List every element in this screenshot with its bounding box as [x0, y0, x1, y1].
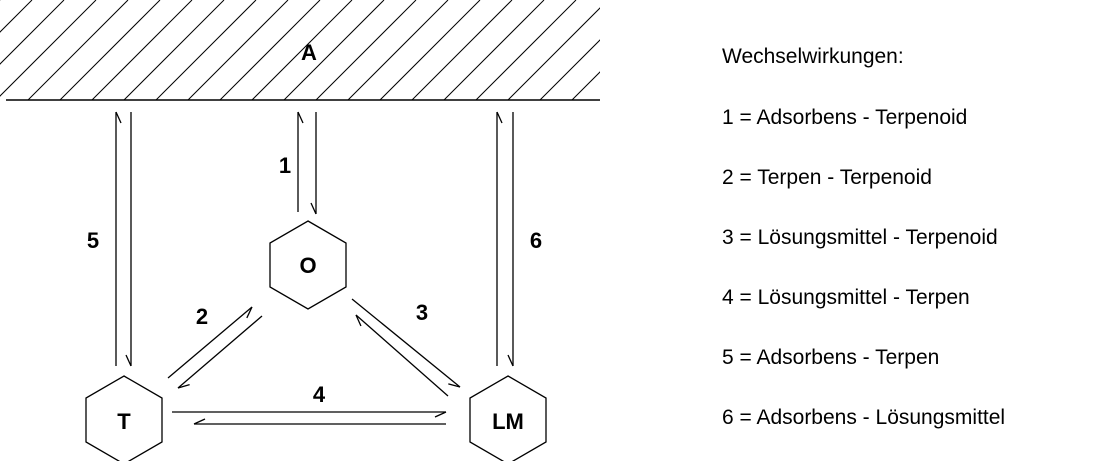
hatch-line [0, 0, 65, 65]
legend-item-1: 1 = Adsorbens - Terpenoid [722, 106, 968, 129]
hatch-line [571, 71, 600, 100]
hatch-line [251, 0, 353, 100]
arrow-6-up [496, 111, 503, 366]
hatch-line [0, 0, 33, 33]
interaction-number-2: 2 [196, 304, 208, 329]
arrow-3-down [351, 298, 461, 388]
node-loesungsmittel: LM [469, 375, 547, 461]
hatch-line [0, 0, 97, 97]
interaction-number-3: 3 [416, 300, 428, 325]
interaction-number-4: 4 [313, 382, 326, 407]
hatch-line [155, 0, 257, 100]
hatch-line [411, 0, 513, 100]
arrow-2-up [167, 306, 253, 379]
hexagon-O [269, 220, 347, 310]
surface-label: A [301, 40, 317, 65]
hatch-line [379, 0, 481, 100]
hatch-line [507, 7, 600, 100]
legend-title: Wechselwirkungen: [722, 45, 904, 68]
interaction-number-1: 1 [279, 153, 291, 178]
hatch-line [187, 0, 289, 100]
hexagon-LM [469, 375, 547, 461]
legend-item-4: 4 = Lösungsmittel - Terpen [722, 286, 970, 309]
node-terpen: T [85, 375, 163, 461]
hatch-line [123, 0, 225, 100]
hatch-line [59, 0, 161, 100]
arrow-6-down [507, 112, 514, 367]
hatch-line [443, 0, 545, 100]
hatch-line [539, 39, 600, 100]
hatch-line [219, 0, 321, 100]
arrow-1-down [310, 112, 317, 215]
hatch-line [91, 0, 193, 100]
arrow-5-up [115, 111, 122, 366]
hatch-line [27, 0, 129, 100]
node-label-O: O [299, 253, 316, 278]
interaction-number-5: 5 [87, 228, 99, 253]
adsorbent-surface: A [0, 0, 736, 101]
hatch-line [604, 0, 704, 100]
hatch-line [475, 0, 577, 100]
arrow-4-left [193, 418, 446, 425]
legend-item-6: 6 = Adsorbens - Lösungsmittel [722, 406, 1006, 429]
interaction-number-6: 6 [530, 228, 542, 253]
hatch-line [315, 0, 417, 100]
legend-item-3: 3 = Lösungsmittel - Terpenoid [722, 226, 998, 249]
arrow-4-right [172, 411, 447, 418]
hatch-line [283, 0, 385, 100]
arrow-2-down [177, 315, 263, 389]
node-terpenoid: O [269, 220, 347, 310]
legend-item-5: 5 = Adsorbens - Terpen [722, 346, 940, 369]
node-label-LM: LM [492, 409, 524, 434]
interaction-arrows [115, 111, 514, 425]
hexagon-T [85, 375, 163, 461]
arrow-3-up [355, 314, 449, 397]
arrow-5-down [125, 112, 132, 367]
legend-item-2: 2 = Terpen - Terpenoid [722, 166, 932, 189]
node-label-T: T [117, 409, 131, 434]
hatch-line [636, 0, 736, 100]
arrow-1-up [297, 111, 304, 212]
hatch-line [347, 0, 449, 100]
